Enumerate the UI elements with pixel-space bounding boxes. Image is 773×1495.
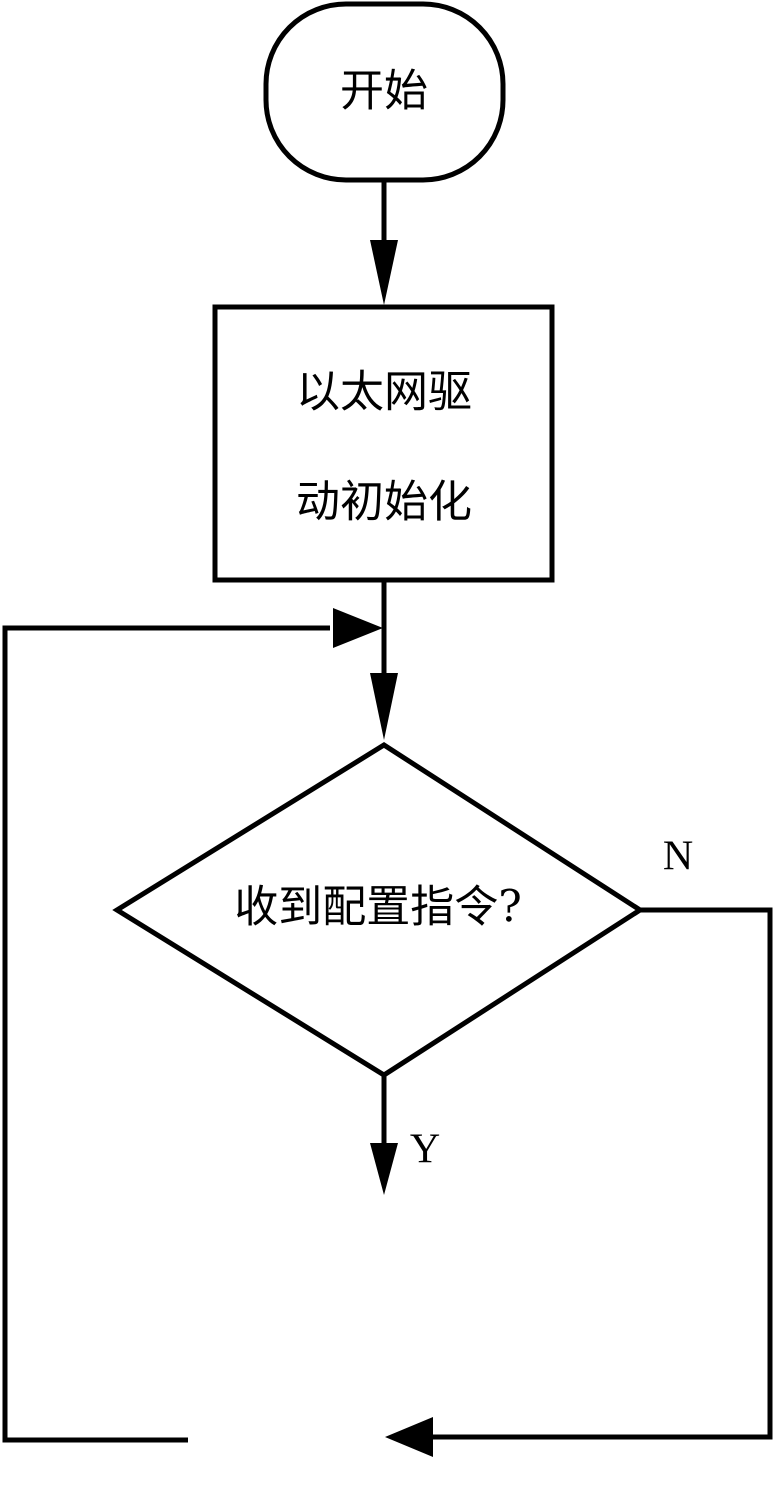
arrowhead-loop-back <box>333 608 383 648</box>
arrowhead-init-decision1 <box>370 673 398 740</box>
connector-config-no <box>430 907 773 1440</box>
init-process-box <box>212 304 555 583</box>
init-text-line1: 以太网驱 <box>296 367 472 418</box>
start-text: 开始 <box>340 66 428 117</box>
decision-config-no-label: N <box>663 834 693 880</box>
arrowhead-config-no <box>385 1417 433 1457</box>
decision-config-yes-label: Y <box>410 1127 440 1173</box>
start-terminal <box>263 1 506 183</box>
decision-config-text: 收到配置指令? <box>234 882 522 933</box>
arrowhead-config-yes <box>370 1143 398 1195</box>
loop-back-line <box>2 625 330 1443</box>
arrowhead-start-init <box>370 240 398 305</box>
init-text-line2: 动初始化 <box>296 477 472 528</box>
